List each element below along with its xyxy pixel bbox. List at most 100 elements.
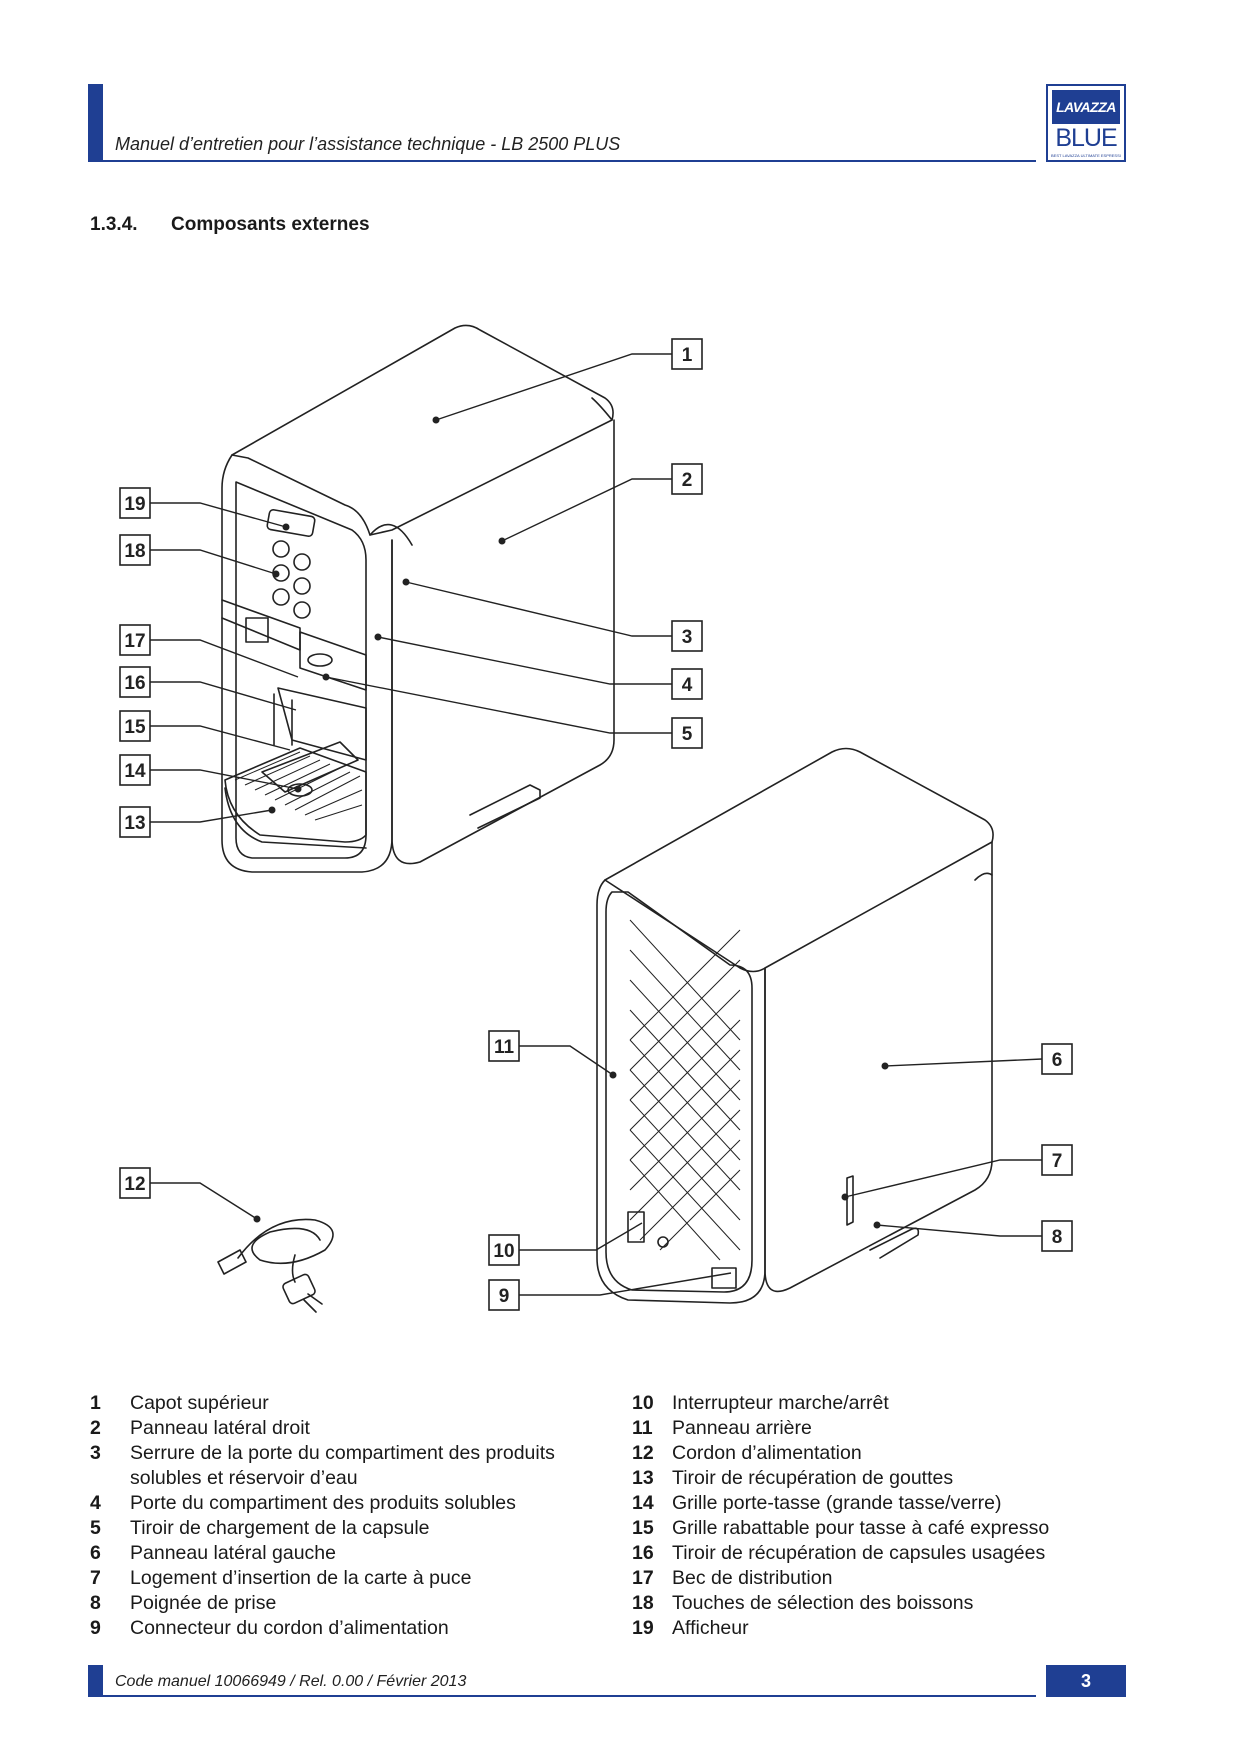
legend-number: 11 <box>632 1417 653 1439</box>
legend-number: 15 <box>632 1517 654 1539</box>
legend-number: 8 <box>90 1592 101 1614</box>
legend-number: 16 <box>632 1542 654 1564</box>
leader-lines <box>150 353 1043 1296</box>
legend-text: Tiroir de chargement de la capsule <box>130 1517 430 1539</box>
callout-8: 8 <box>1041 1220 1073 1252</box>
legend-item: 13 Tiroir de récupération de gouttes <box>632 1466 1172 1491</box>
legend-text: Interrupteur marche/arrêt <box>672 1392 889 1414</box>
callout-11: 11 <box>488 1030 520 1062</box>
legend-text: Poignée de prise <box>130 1592 277 1614</box>
legend-number: 13 <box>632 1467 654 1489</box>
legend-item: 18 Touches de sélection des boissons <box>632 1591 1172 1616</box>
callout-19: 19 <box>119 487 151 519</box>
svg-text:8: 8 <box>1052 1227 1063 1248</box>
logo-sub: BLUE <box>1055 124 1117 152</box>
legend-item: 3 Serrure de la porte du compartiment des… <box>90 1441 610 1491</box>
machine-illustration: 1 2 3 4 5 6 7 8 9 10 11 12 13 14 15 16 1… <box>119 324 1073 1313</box>
logo-tagline: BEST LAVAZZA ULTIMATE ESPRESSO <box>1051 153 1121 158</box>
legend-text: Panneau latéral droit <box>130 1417 310 1439</box>
rear-grille-pattern <box>629 919 741 1261</box>
callout-2: 2 <box>671 463 703 495</box>
header-accent-bar <box>88 84 103 162</box>
callout-15: 15 <box>119 710 151 742</box>
legend-text: Touches de sélection des boissons <box>672 1592 974 1614</box>
callout-18: 18 <box>119 534 151 566</box>
callout-10: 10 <box>488 1234 520 1266</box>
svg-text:12: 12 <box>124 1174 145 1195</box>
legend-text: Cordon d’alimentation <box>672 1442 862 1464</box>
front-machine-drawing <box>221 324 615 873</box>
legend-text: Serrure de la porte du compartiment des … <box>130 1442 555 1489</box>
svg-text:6: 6 <box>1052 1050 1063 1071</box>
footer-accent-bar <box>88 1665 103 1697</box>
callout-1: 1 <box>671 338 703 370</box>
callout-3: 3 <box>671 620 703 652</box>
callout-7: 7 <box>1041 1144 1073 1176</box>
legend-number: 4 <box>90 1492 101 1514</box>
legend-number: 12 <box>632 1442 654 1464</box>
callout-13: 13 <box>119 806 151 838</box>
rear-machine-drawing <box>596 747 994 1304</box>
manual-code: Code manuel 10066949 / Rel. 0.00 / Févri… <box>115 1673 467 1690</box>
svg-text:2: 2 <box>682 470 693 491</box>
legend-item: 12 Cordon d’alimentation <box>632 1441 1172 1466</box>
legend-number: 19 <box>632 1617 654 1639</box>
svg-text:14: 14 <box>124 761 146 782</box>
svg-text:4: 4 <box>682 675 693 696</box>
legend-item: 1 Capot supérieur <box>90 1391 610 1416</box>
legend-item: 16 Tiroir de récupération de capsules usa… <box>632 1541 1172 1566</box>
legend-text: Afficheur <box>672 1617 749 1639</box>
legend-item: 19 Afficheur <box>632 1616 1172 1641</box>
lavazza-blue-logo: LAVAZZA BLUE BEST LAVAZZA ULTIMATE ESPRE… <box>1046 84 1126 162</box>
legend-number: 18 <box>632 1592 654 1614</box>
section-title: Composants externes <box>171 214 370 235</box>
header-rule <box>88 160 1036 162</box>
svg-text:1: 1 <box>682 345 693 366</box>
legend-text: Bec de distribution <box>672 1567 833 1589</box>
power-cord-drawing <box>217 1218 334 1313</box>
callout-5: 5 <box>671 717 703 749</box>
legend-number: 7 <box>90 1567 101 1589</box>
document-title: Manuel d’entretien pour l’assistance tec… <box>115 134 621 154</box>
logo-brand: LAVAZZA <box>1052 90 1120 124</box>
footer-rule <box>88 1695 1036 1697</box>
callout-17: 17 <box>119 624 151 656</box>
legend-item: 17 Bec de distribution <box>632 1566 1172 1591</box>
legend-item: 14 Grille porte-tasse (grande tasse/verre… <box>632 1491 1172 1516</box>
svg-text:18: 18 <box>124 541 145 562</box>
callout-14: 14 <box>119 754 151 786</box>
legend-number: 1 <box>90 1392 101 1414</box>
legend-text: Connecteur du cordon d’alimentation <box>130 1617 449 1639</box>
legend-number: 14 <box>632 1492 654 1514</box>
legend-text: Tiroir de récupération de capsules usagé… <box>672 1542 1046 1564</box>
legend-text: Grille porte-tasse (grande tasse/verre) <box>672 1492 1002 1514</box>
callout-6: 6 <box>1041 1043 1073 1075</box>
legend-item: 8 Poignée de prise <box>90 1591 610 1616</box>
legend-item: 7 Logement d’insertion de la carte à puce <box>90 1566 610 1591</box>
svg-text:5: 5 <box>682 724 693 745</box>
svg-text:15: 15 <box>124 717 146 738</box>
svg-text:10: 10 <box>493 1241 514 1262</box>
legend-text: Logement d’insertion de la carte à puce <box>130 1567 472 1589</box>
svg-text:17: 17 <box>124 631 145 652</box>
svg-text:7: 7 <box>1052 1151 1063 1172</box>
legend-text: Tiroir de récupération de gouttes <box>672 1467 954 1489</box>
legend-text: Panneau latéral gauche <box>130 1542 336 1564</box>
legend-number: 3 <box>90 1442 101 1464</box>
svg-text:16: 16 <box>124 673 145 694</box>
legend-text: Capot supérieur <box>130 1392 269 1414</box>
svg-text:19: 19 <box>124 494 145 515</box>
legend-number: 17 <box>632 1567 654 1589</box>
svg-text:11: 11 <box>494 1037 515 1058</box>
legend-number: 5 <box>90 1517 101 1539</box>
legend-item: 4 Porte du compartiment des produits solu… <box>90 1491 610 1516</box>
legend-item: 5 Tiroir de chargement de la capsule <box>90 1516 610 1541</box>
legend-number: 10 <box>632 1392 654 1414</box>
legend-text: Porte du compartiment des produits solub… <box>130 1492 516 1514</box>
